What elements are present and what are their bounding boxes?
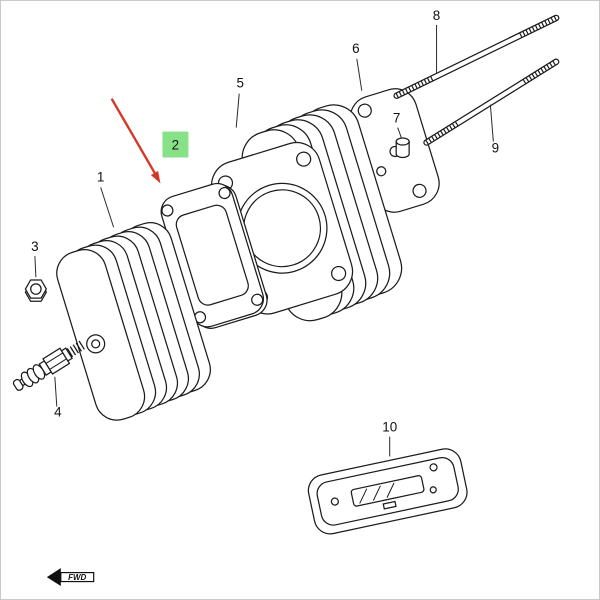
- part-label-2[interactable]: 2: [162, 131, 189, 158]
- plug-hex-facet: [45, 352, 64, 364]
- part-label-8[interactable]: 8: [433, 8, 440, 23]
- fwd-marker-text: FWD: [68, 573, 86, 582]
- thread-hatch: [522, 59, 558, 85]
- part-label-text: 9: [492, 140, 499, 155]
- thread-hatch: [425, 120, 461, 145]
- part-label-5[interactable]: 5: [236, 76, 243, 91]
- plug-thread: [66, 340, 86, 358]
- dowel-pin-drawing: [395, 137, 410, 159]
- cover-tab: [382, 500, 397, 510]
- part-label-text: 8: [433, 8, 440, 23]
- cover-hatch: [386, 482, 395, 498]
- fwd-marker-box: [60, 571, 95, 583]
- part-label-text: 3: [31, 239, 38, 254]
- cover-plate-drawing: [307, 448, 468, 535]
- part-label-text: 4: [54, 405, 62, 420]
- fwd-arrow-icon: [46, 568, 61, 587]
- cover-outline: [307, 448, 468, 535]
- part-label-1[interactable]: 1: [97, 169, 104, 184]
- cover-hole: [429, 486, 437, 494]
- gasket-hole: [251, 293, 264, 306]
- plate-hole: [376, 166, 387, 177]
- cylinder-head-drawing: [56, 222, 211, 421]
- leader-line-7: [397, 127, 403, 139]
- dowel-body: [395, 140, 410, 159]
- pointer-arrow: [110, 98, 161, 184]
- leader-line-4: [54, 376, 58, 407]
- cover-hatch: [372, 485, 381, 501]
- stud-bolt-9-drawing: [423, 58, 560, 146]
- part-label-text: 1: [97, 169, 104, 184]
- fin: [56, 249, 146, 421]
- leader-line-1: [100, 187, 115, 228]
- plug-hex-facet: [49, 358, 67, 370]
- spark-plug-hole: [91, 339, 101, 349]
- part-label-text: 5: [236, 76, 243, 91]
- highlight-box: [162, 131, 189, 158]
- part-label-text: 2: [172, 138, 179, 153]
- cover-slot: [350, 475, 425, 507]
- cover-rim: [316, 457, 459, 526]
- leader-line-3: [34, 256, 37, 278]
- stud-bolt-8-drawing: [393, 14, 560, 99]
- part-label-text: 7: [393, 111, 400, 126]
- cover-hatch: [359, 488, 368, 504]
- leader-line-9: [489, 104, 494, 142]
- part-label-4[interactable]: 4: [54, 405, 62, 420]
- spark-plug-boss: [86, 334, 106, 354]
- pointer-arrow-shaft: [110, 98, 157, 175]
- cylinder-drawing: [210, 104, 403, 322]
- part-label-6[interactable]: 6: [352, 41, 359, 56]
- stud-hole: [296, 151, 312, 167]
- part-label-10[interactable]: 10: [382, 420, 397, 435]
- part-label-3[interactable]: 3: [31, 239, 38, 254]
- spark-plug-drawing: [12, 340, 86, 391]
- leader-lines: [34, 24, 494, 457]
- plate-hole: [412, 183, 427, 198]
- part-label-text: 6: [352, 41, 359, 56]
- cover-hole: [429, 463, 438, 472]
- pointer-arrow-head: [150, 170, 161, 184]
- stud-body: [394, 15, 559, 98]
- leader-line-6: [356, 58, 363, 91]
- nut-thread-hole: [30, 283, 42, 295]
- leader-line-5: [235, 93, 240, 128]
- nut-drawing: [24, 279, 48, 302]
- nut-front-face: [24, 279, 48, 299]
- part-label-9[interactable]: 9: [492, 140, 499, 155]
- gasket-hole: [161, 204, 174, 217]
- cover-hole: [330, 497, 339, 506]
- plate-hole: [357, 103, 372, 118]
- stud-hole: [331, 265, 347, 282]
- plug-shell: [60, 347, 73, 362]
- dowel-top: [395, 137, 410, 146]
- part-label-text: 10: [382, 420, 397, 435]
- fwd-marker: FWD: [46, 568, 95, 587]
- part-label-7[interactable]: 7: [393, 111, 400, 126]
- gasket-opening: [175, 204, 249, 306]
- gasket-hole: [218, 186, 231, 200]
